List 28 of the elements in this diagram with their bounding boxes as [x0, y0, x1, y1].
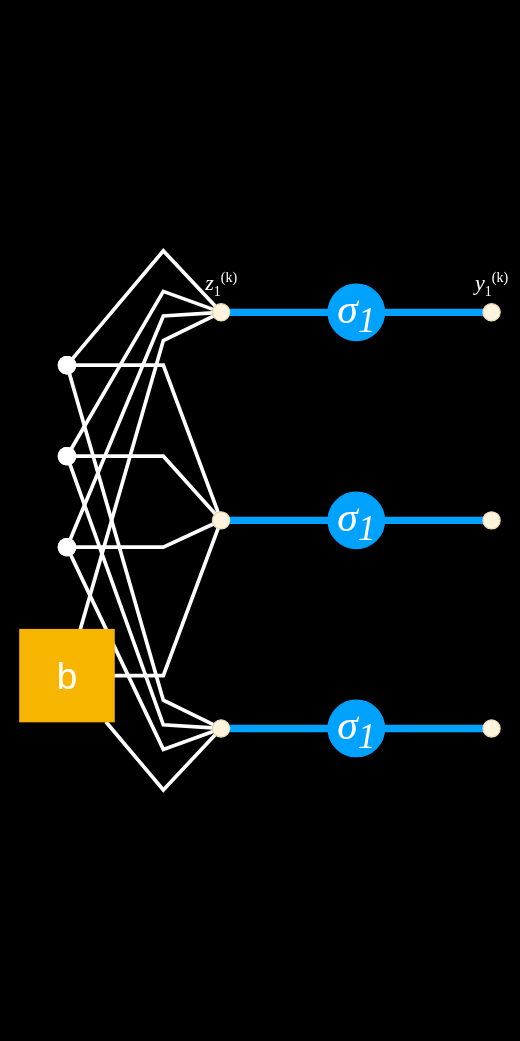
connector [69, 289, 214, 450]
node-circle [327, 283, 386, 342]
node-circle [482, 303, 501, 322]
connector [229, 308, 329, 317]
connector [75, 454, 217, 516]
connector [78, 314, 215, 631]
connector [75, 363, 220, 514]
connector [68, 311, 213, 540]
connector [114, 527, 220, 678]
connector [67, 373, 215, 727]
node-circle [211, 719, 231, 738]
connector [104, 720, 217, 793]
connector [229, 724, 329, 733]
node-circle [327, 491, 386, 550]
node-box [19, 629, 115, 723]
connector [229, 516, 329, 525]
connector [384, 724, 483, 733]
node-circle [327, 699, 386, 758]
connector [75, 522, 215, 550]
connector [384, 308, 483, 317]
connector [68, 463, 213, 730]
connector [69, 554, 214, 752]
node-circle [482, 511, 501, 530]
connector [71, 248, 217, 360]
node-circle [482, 719, 501, 738]
node-circle [211, 511, 231, 530]
connector [384, 516, 483, 525]
node-circle [211, 303, 231, 322]
